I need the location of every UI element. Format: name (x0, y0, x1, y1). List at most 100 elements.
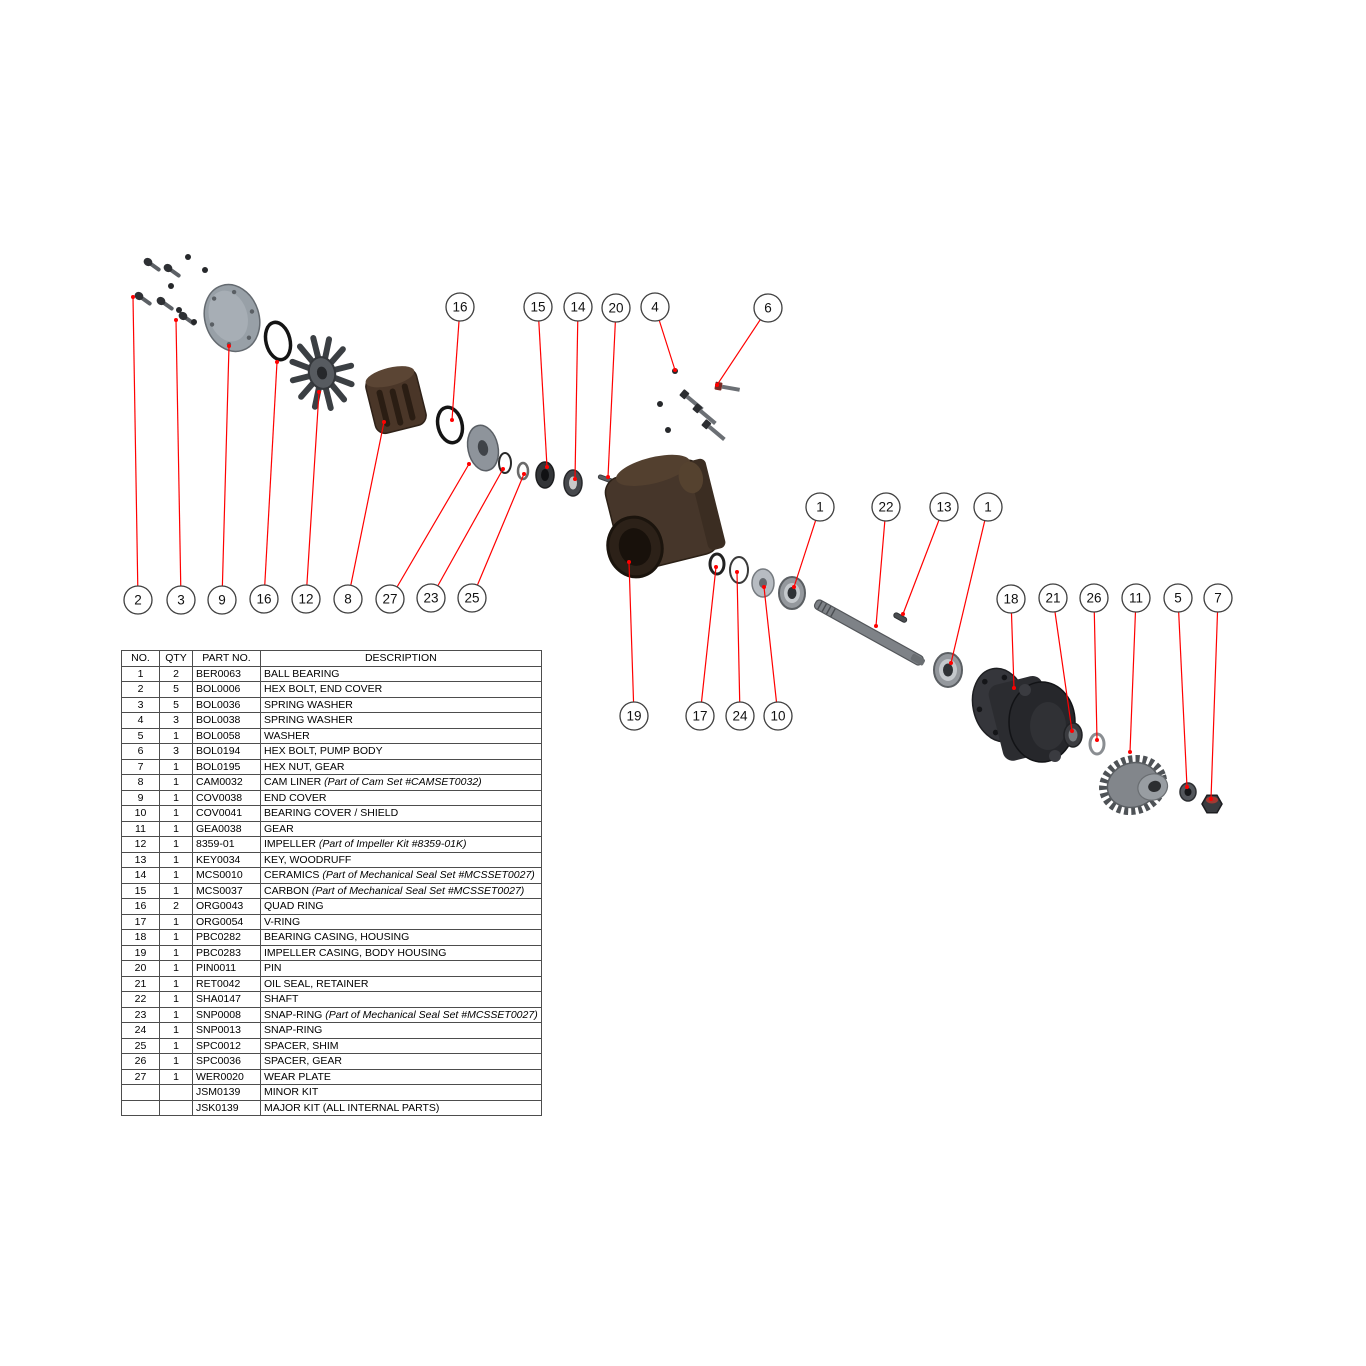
callout-balloon (123, 585, 153, 615)
leader-line (263, 361, 278, 600)
callout-label: 7 (1214, 591, 1222, 606)
leader-line (1210, 597, 1219, 800)
leader-endpoint (317, 390, 321, 394)
leader-line (347, 421, 385, 600)
callout-balloon (523, 292, 553, 322)
callout-balloon (753, 293, 783, 323)
leader-line (699, 566, 717, 717)
table-header-3: DESCRIPTION (260, 650, 542, 667)
cell-desc: CERAMICS (Part of Mechanical Seal Set #M… (260, 867, 542, 884)
cell-qty: 1 (159, 805, 193, 822)
callout-balloon (457, 583, 487, 613)
cell-desc: BEARING COVER / SHIELD (260, 805, 542, 822)
part-carbon-seal (535, 461, 555, 489)
leader-endpoint (382, 420, 386, 424)
cell-desc: WEAR PLATE (260, 1068, 542, 1085)
cell-no: 9 (121, 789, 160, 806)
leader-line (1052, 597, 1073, 732)
cell-no: 10 (121, 805, 160, 822)
leader-endpoint (762, 585, 766, 589)
leader-line (763, 586, 779, 717)
cell-desc: SPACER, GEAR (260, 1053, 542, 1070)
leader-endpoint (792, 585, 796, 589)
leader-line (221, 345, 230, 601)
part-end-cover-bolts (134, 254, 208, 326)
cell-no: 26 (121, 1053, 160, 1070)
cell-desc: SHAFT (260, 991, 542, 1008)
cell-qty: 1 (159, 913, 193, 930)
leader-endpoint (174, 318, 178, 322)
callout-balloon (249, 584, 279, 614)
cell-part: KEY0034 (192, 851, 261, 868)
part-bearing-housing (971, 667, 1076, 763)
cell-qty: 1 (159, 1053, 193, 1070)
leader-line (537, 306, 548, 468)
cell-qty: 1 (159, 836, 193, 853)
cell-no: 25 (121, 1037, 160, 1054)
cell-no: 21 (121, 975, 160, 992)
leader-line (902, 506, 945, 615)
part-washer (1179, 782, 1197, 802)
cell-no: 16 (121, 898, 160, 915)
leader-line (950, 506, 989, 664)
part-spacer-shim (516, 461, 530, 481)
leader-endpoint (522, 472, 526, 476)
cell-no: 8 (121, 774, 160, 791)
callout-balloon (333, 584, 363, 614)
callout-balloon (291, 584, 321, 614)
callout-balloon (725, 701, 755, 731)
leader-endpoint (1209, 797, 1213, 801)
cell-desc: CARBON (Part of Mechanical Seal Set #MCS… (260, 882, 542, 899)
cell-no: 27 (121, 1068, 160, 1085)
cell-qty: 1 (159, 1006, 193, 1023)
leader-endpoint (673, 368, 677, 372)
leader-line (1129, 597, 1137, 753)
cell-part: PBC0282 (192, 929, 261, 946)
part-bearing-cover (751, 568, 775, 598)
cell-part: PIN0011 (192, 960, 261, 977)
cell-part: PBC0283 (192, 944, 261, 961)
cell-part: SPC0012 (192, 1037, 261, 1054)
leader-line (1177, 597, 1188, 788)
callout-label: 10 (770, 709, 785, 724)
callout-label: 22 (878, 500, 893, 515)
callout-label: 11 (1129, 591, 1143, 606)
part-ball-bearing-front (778, 576, 806, 610)
callout-balloon (805, 492, 835, 522)
callout-label: 1 (984, 500, 992, 515)
callout-label: 1 (816, 500, 824, 515)
cell-desc: SPRING WASHER (260, 712, 542, 729)
callout-balloon (1038, 583, 1068, 613)
cell-qty: 1 (159, 975, 193, 992)
cell-part: BOL0006 (192, 681, 261, 698)
leader-endpoint (1012, 686, 1016, 690)
leader-endpoint (467, 462, 471, 466)
part-cam-liner (365, 366, 427, 435)
cell-qty: 1 (159, 944, 193, 961)
callout-label: 20 (608, 301, 623, 316)
callout-balloon (685, 701, 715, 731)
part-shaft (813, 599, 925, 666)
cell-desc: MAJOR KIT (ALL INTERNAL PARTS) (260, 1099, 542, 1116)
cell-no: 14 (121, 867, 160, 884)
leader-endpoint (450, 418, 454, 422)
cell-part: BOL0036 (192, 696, 261, 713)
cell-qty (159, 1084, 193, 1101)
part-ceramic-seal (563, 469, 583, 497)
leader-endpoint (1070, 729, 1074, 733)
cell-desc: SNAP-RING (Part of Mechanical Seal Set #… (260, 1006, 542, 1023)
cell-qty: 5 (159, 696, 193, 713)
cell-part: BOL0058 (192, 727, 261, 744)
